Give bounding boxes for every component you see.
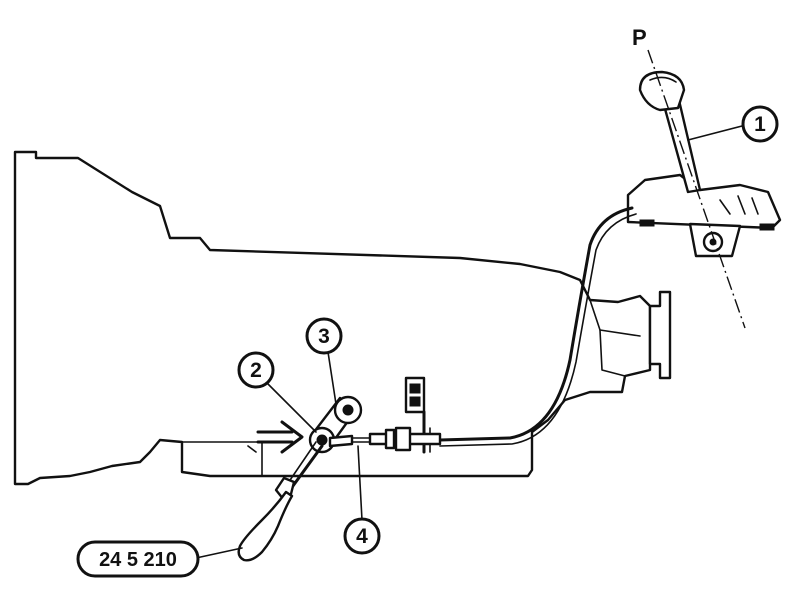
svg-text:3: 3	[318, 325, 330, 348]
svg-text:1: 1	[754, 113, 766, 136]
callout-2: 2	[237, 351, 275, 389]
svg-text:4: 4	[356, 525, 368, 548]
selector-lever	[308, 395, 363, 454]
selector-cable	[438, 206, 637, 447]
lever-axis-line	[647, 49, 746, 329]
cable-adjuster	[351, 426, 442, 452]
leader-lines	[195, 125, 743, 559]
shift-lever-assembly	[626, 70, 782, 258]
callout-1: 1	[741, 105, 779, 143]
special-tool	[237, 441, 324, 562]
cable-bracket	[404, 376, 431, 454]
axis-label: P	[632, 25, 647, 50]
callout-3: 3	[305, 317, 343, 355]
callout-4: 4	[343, 517, 381, 555]
svg-text:2: 2	[250, 359, 262, 382]
direction-arrow	[256, 420, 304, 454]
svg-text:24 5 210: 24 5 210	[99, 549, 177, 571]
tool-number-label: 24 5 210	[76, 540, 200, 578]
transmission-housing	[13, 150, 672, 486]
